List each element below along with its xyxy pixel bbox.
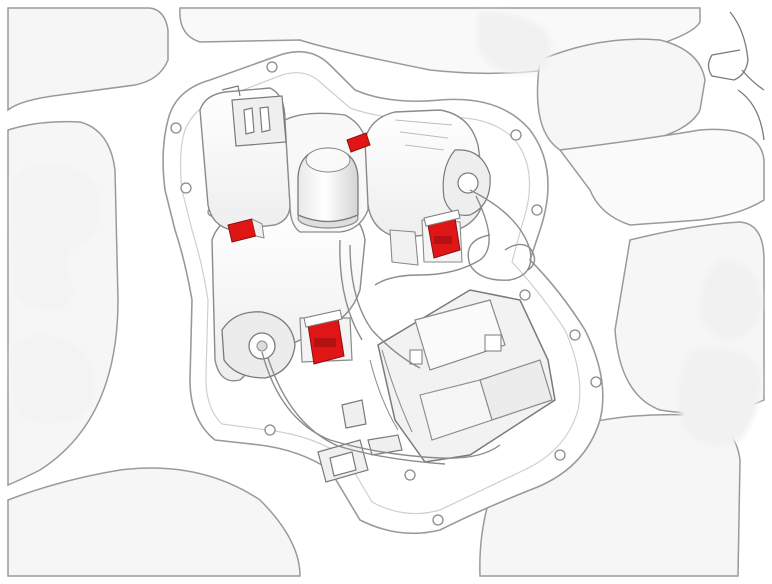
clip-lower-right xyxy=(423,209,461,259)
center-bulb xyxy=(297,147,359,229)
background-blobs xyxy=(11,11,762,446)
hook-bracket xyxy=(707,11,765,141)
blob-left-lower xyxy=(11,335,96,424)
wire-harness xyxy=(261,189,536,465)
clip-lower-left xyxy=(303,309,345,365)
plate-holes xyxy=(170,61,602,526)
panel-top-left xyxy=(7,7,169,112)
ground-terminal xyxy=(221,85,287,147)
highlighted-clips xyxy=(227,132,461,365)
blob-right-lower xyxy=(678,347,761,446)
blob-top-right xyxy=(476,11,552,74)
panel-top-right xyxy=(536,38,706,151)
panel-bottom-left xyxy=(7,467,301,577)
connector-block xyxy=(369,289,556,463)
clip-top-left xyxy=(227,218,265,243)
panel-right-upper xyxy=(558,128,765,226)
clip-top-right xyxy=(346,132,371,153)
blob-left-upper xyxy=(12,164,101,311)
blob-right-upper xyxy=(700,259,762,340)
